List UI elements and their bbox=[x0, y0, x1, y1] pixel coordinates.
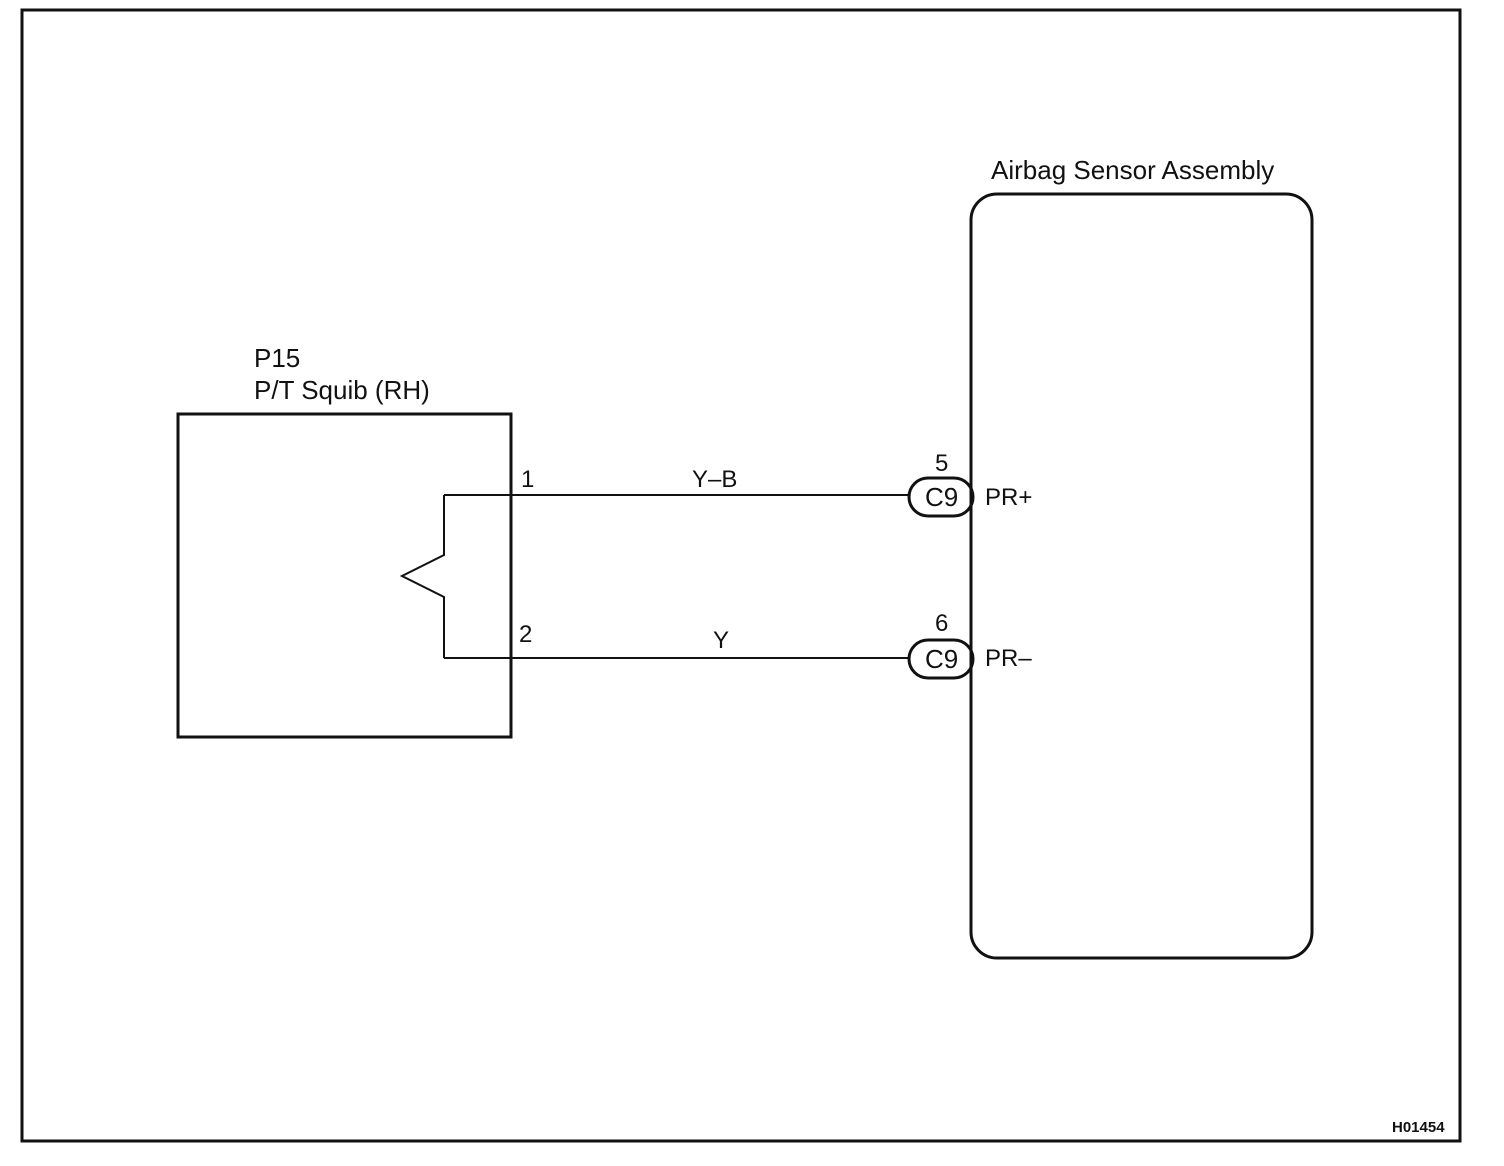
wire-bottom-color: Y bbox=[713, 627, 729, 654]
connector-top bbox=[907, 476, 975, 518]
connector-bottom-terminal: 6 bbox=[935, 610, 948, 637]
connector-top-signal: PR+ bbox=[985, 484, 1032, 511]
squib-element bbox=[399, 495, 445, 658]
connector-bottom-label: C9 bbox=[925, 644, 958, 674]
sensor-name: Airbag Sensor Assembly bbox=[991, 155, 1274, 185]
squib-box bbox=[176, 412, 513, 739]
diagram-frame bbox=[20, 8, 1462, 1143]
squib-pin-1: 1 bbox=[521, 466, 534, 493]
connector-bottom-signal: PR– bbox=[985, 645, 1032, 672]
sensor-box bbox=[969, 192, 1314, 960]
squib-name: P/T Squib (RH) bbox=[254, 375, 430, 405]
wire-top-color: Y–B bbox=[692, 466, 737, 493]
figure-id: H01454 bbox=[1392, 1119, 1445, 1136]
connector-bottom bbox=[907, 638, 975, 680]
squib-pin-2: 2 bbox=[519, 621, 532, 648]
connector-top-label: C9 bbox=[925, 482, 958, 512]
squib-code: P15 bbox=[254, 343, 300, 373]
connector-top-terminal: 5 bbox=[935, 450, 948, 477]
